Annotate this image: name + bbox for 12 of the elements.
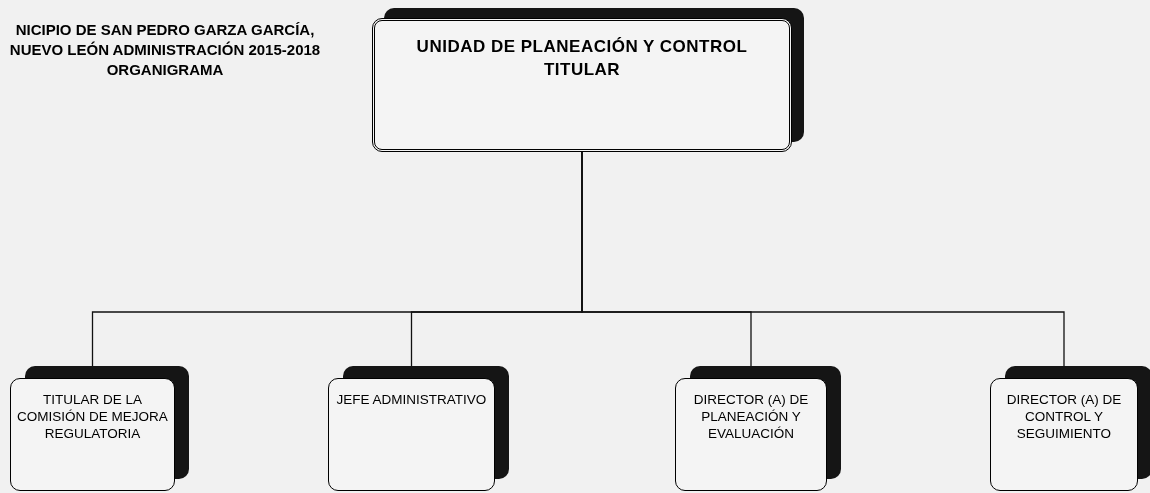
position-title: UNIDAD DE PLANEACIÓN Y CONTROL TITULAR xyxy=(415,36,749,81)
position-box xyxy=(328,378,495,491)
position-box xyxy=(10,378,175,491)
position-box xyxy=(372,18,792,152)
position-box xyxy=(675,378,827,491)
position-box xyxy=(990,378,1138,491)
position-title: TITULAR DE LA COMISIÓN DE MEJORA REGULATORIA xyxy=(17,391,168,442)
title: NICIPIO DE SAN PEDRO GARZA GARCÍA, NUEVO LEÓN ADMINISTRACIÓN 2015-2018 ORGANIGRAMA xyxy=(8,20,322,80)
position-title: DIRECTOR (A) DE CONTROL Y SEGUIMIENTO xyxy=(1005,391,1123,442)
position-title: JEFE ADMINISTRATIVO xyxy=(336,391,487,408)
connector-line xyxy=(581,151,1065,367)
position-title: DIRECTOR (A) DE PLANEACIÓN Y EVALUACIÓN xyxy=(692,391,810,442)
